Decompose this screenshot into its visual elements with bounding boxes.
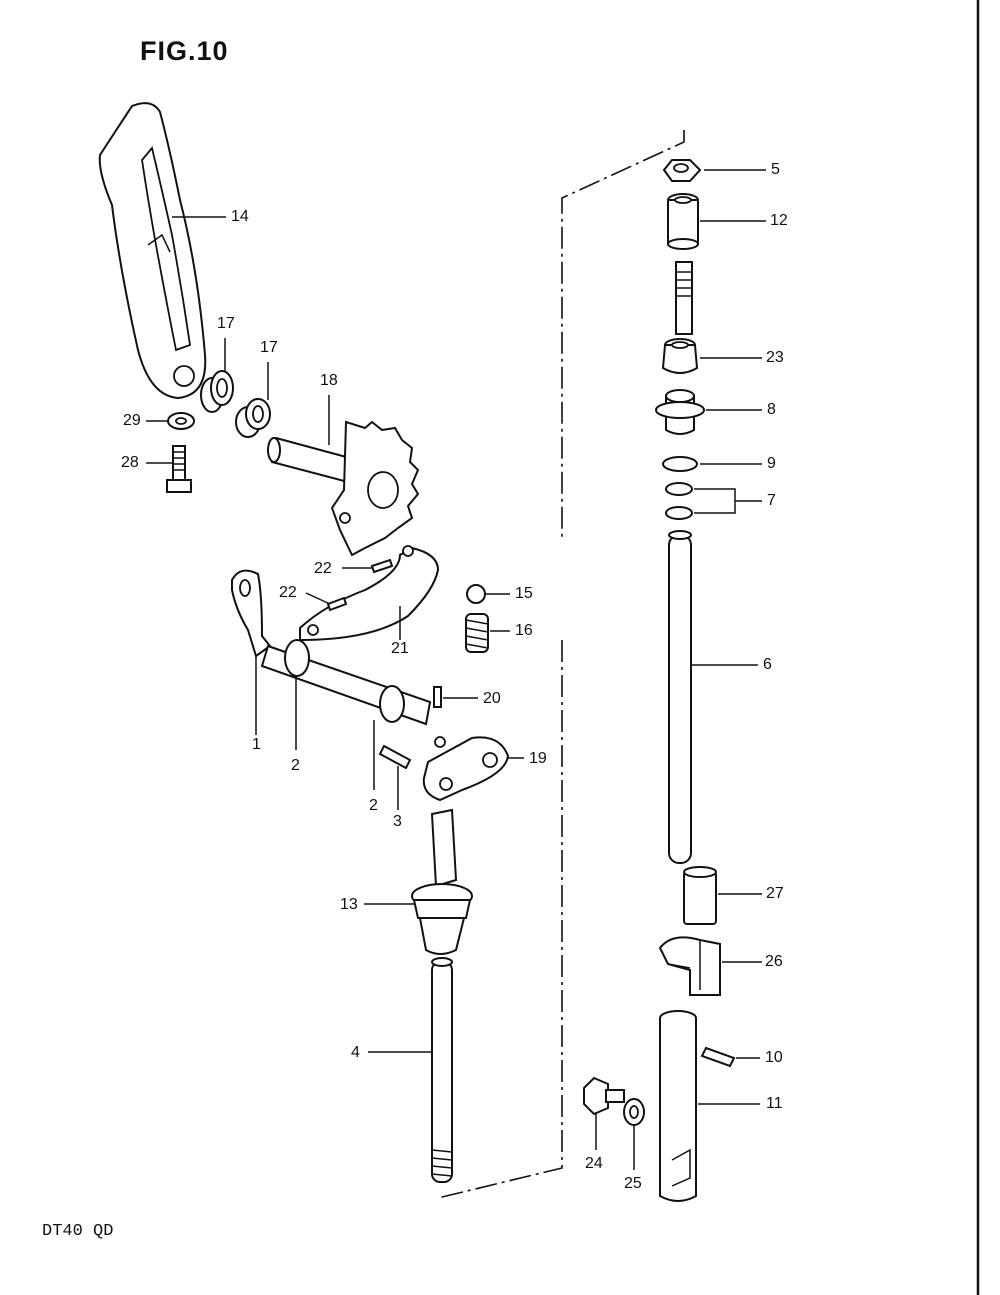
part-27-collar <box>683 866 717 925</box>
part-6-shift-rod <box>668 530 692 864</box>
callout-7: 7 <box>767 492 776 509</box>
part-18-shaft-and-cam-plate <box>267 420 420 557</box>
leader-lines <box>146 169 766 1170</box>
callout-29: 29 <box>123 412 141 429</box>
callout-11: 11 <box>766 1095 783 1112</box>
callout-3: 3 <box>393 813 402 830</box>
callout-1: 1 <box>252 736 261 753</box>
callout-13: 13 <box>340 896 358 913</box>
part-17-bushing-b <box>235 398 271 438</box>
callout-12: 12 <box>770 212 788 229</box>
callout-10: 10 <box>765 1049 783 1066</box>
part-22-cotter-pin-upper <box>370 558 394 574</box>
callout-4: 4 <box>351 1044 360 1061</box>
part-9-o-ring <box>662 456 698 472</box>
part-25-washer <box>623 1098 645 1126</box>
callout-9: 9 <box>767 455 776 472</box>
part-19-clevis <box>422 736 510 802</box>
part-28-bolt <box>166 445 192 493</box>
callout-21: 21 <box>391 640 409 657</box>
part-3-pin <box>378 744 412 770</box>
callout-6: 6 <box>763 656 772 673</box>
callout-2-b: 2 <box>369 797 378 814</box>
callout-5: 5 <box>771 161 780 178</box>
callout-16: 16 <box>515 622 533 639</box>
part-14-lever-bracket <box>98 102 207 400</box>
callout-15: 15 <box>515 585 533 602</box>
part-21-link-rod <box>299 545 440 642</box>
part-12-coupling-nut <box>667 193 699 250</box>
callout-17-b: 17 <box>260 339 278 356</box>
part-17-bushing-a <box>200 370 234 413</box>
part-23-grommet <box>661 338 699 374</box>
part-13-lower-shift-rod-boot <box>411 808 473 955</box>
part-1-shift-arm <box>231 569 272 658</box>
callout-26: 26 <box>765 953 783 970</box>
callout-24: 24 <box>585 1155 603 1172</box>
callout-2-a: 2 <box>291 757 300 774</box>
callout-18: 18 <box>320 372 338 389</box>
callout-22-a: 22 <box>314 560 332 577</box>
callout-22-b: 22 <box>279 584 297 601</box>
part-8-bushing <box>655 389 705 435</box>
part-4-lower-rod <box>431 957 453 1183</box>
part-10-pin <box>700 1046 736 1068</box>
part-24-bolt <box>583 1076 625 1116</box>
callout-17-a: 17 <box>217 315 235 332</box>
part-29-washer <box>167 412 195 430</box>
callout-19: 19 <box>529 750 547 767</box>
part-20-pin <box>433 686 442 708</box>
callout-25: 25 <box>624 1175 642 1192</box>
part-22-cotter-pin-lower <box>326 596 348 612</box>
part-15-ball <box>466 584 486 604</box>
model-label: DT40 QD <box>42 1222 114 1241</box>
part-7-o-ring-lower <box>665 506 693 520</box>
callout-27: 27 <box>766 885 784 902</box>
callout-23: 23 <box>766 349 784 366</box>
callout-20: 20 <box>483 690 501 707</box>
part-26-clip <box>658 936 721 996</box>
callout-14: 14 <box>231 208 249 225</box>
shift-shaft <box>260 639 446 748</box>
part-5-nut <box>662 159 702 182</box>
figure-title: FIG.10 <box>140 36 229 66</box>
part-11-lower-shift-rod <box>659 1010 697 1202</box>
threaded-rod-upper <box>675 261 693 335</box>
assembly-boundary-line <box>437 130 685 1199</box>
part-7-o-ring-upper <box>665 482 693 496</box>
callout-8: 8 <box>767 401 776 418</box>
part-16-spring <box>465 613 489 653</box>
callout-28: 28 <box>121 454 139 471</box>
